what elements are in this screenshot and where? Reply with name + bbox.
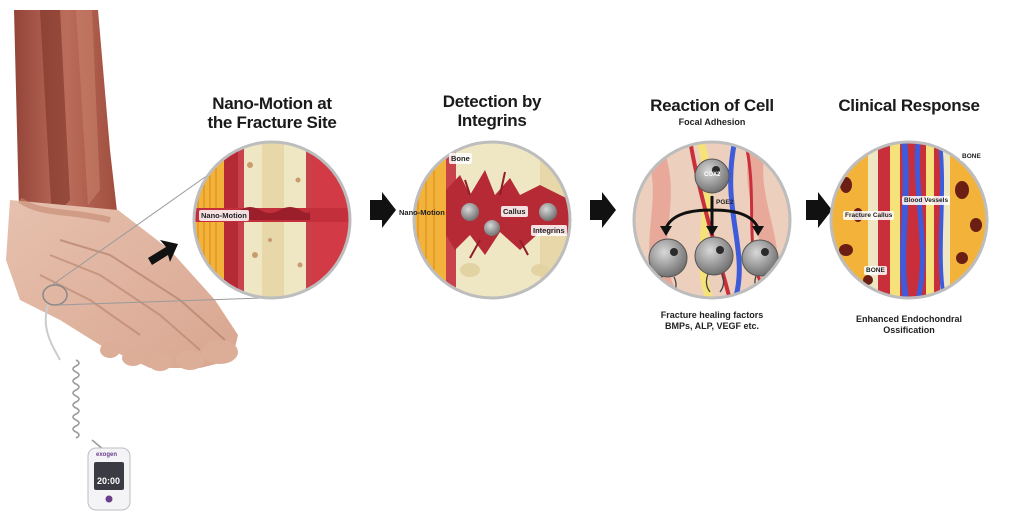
stage3-subtitle: Focal Adhesion [678,117,746,127]
stage2-integrins-label: Integrins [531,225,567,236]
stage4-caption: Enhanced Endochondral Ossification [855,314,962,335]
stage4-title: Clinical Response [838,96,980,115]
stage3-caption: Fracture healing factors BMPs, ALP, VEGF… [632,310,792,332]
stage3-title: Reaction of Cell [650,96,774,115]
stage4-fracture-callus-label: Fracture Callus [843,211,895,220]
stage4-blood-vessels-label: Blood Vessels [902,196,951,205]
stage4-circle [829,140,989,300]
stage3-cox2-label: COX2 [704,172,721,178]
exogen-device [87,447,131,511]
stage2-title: Detection by Integrins [412,92,572,130]
stage1-nano-motion-label: Nano-Motion [199,210,249,221]
arrow-3-4 [806,192,832,228]
device-brand: exogen [96,452,118,458]
stage2-callus-label: Callus [501,206,528,217]
stage3-caption-line1: Fracture healing factors [660,310,764,320]
arrow-2-3 [590,192,616,228]
stage2-bone-label: Bone [449,153,472,164]
stage1-title-line2: the Fracture Site [207,113,337,132]
stage1-title-line1: Nano-Motion at [212,94,332,113]
stage4-bone-top-label: BONE [960,152,983,161]
stage2-title-line2: Integrins [457,111,527,130]
stage3-circle [632,140,792,300]
stage3-pge2-label: PGE2 [716,199,734,206]
stage1-title: Nano-Motion at the Fracture Site [192,94,352,132]
arrow-foot-to-stage1 [148,240,178,265]
stage2-title-line1: Detection by [442,92,542,111]
flow-arrows [148,192,832,265]
device-timer: 20:00 [97,476,121,486]
arrow-1-2 [370,192,396,228]
foot-illustration [6,10,263,451]
stage2-nano-motion-label: Nano-Motion [399,208,445,217]
stage4-bone-bottom-label: BONE [864,266,887,275]
stage2-circle [412,140,572,300]
stage3-caption-line2: BMPs, ALP, VEGF etc. [664,321,760,331]
